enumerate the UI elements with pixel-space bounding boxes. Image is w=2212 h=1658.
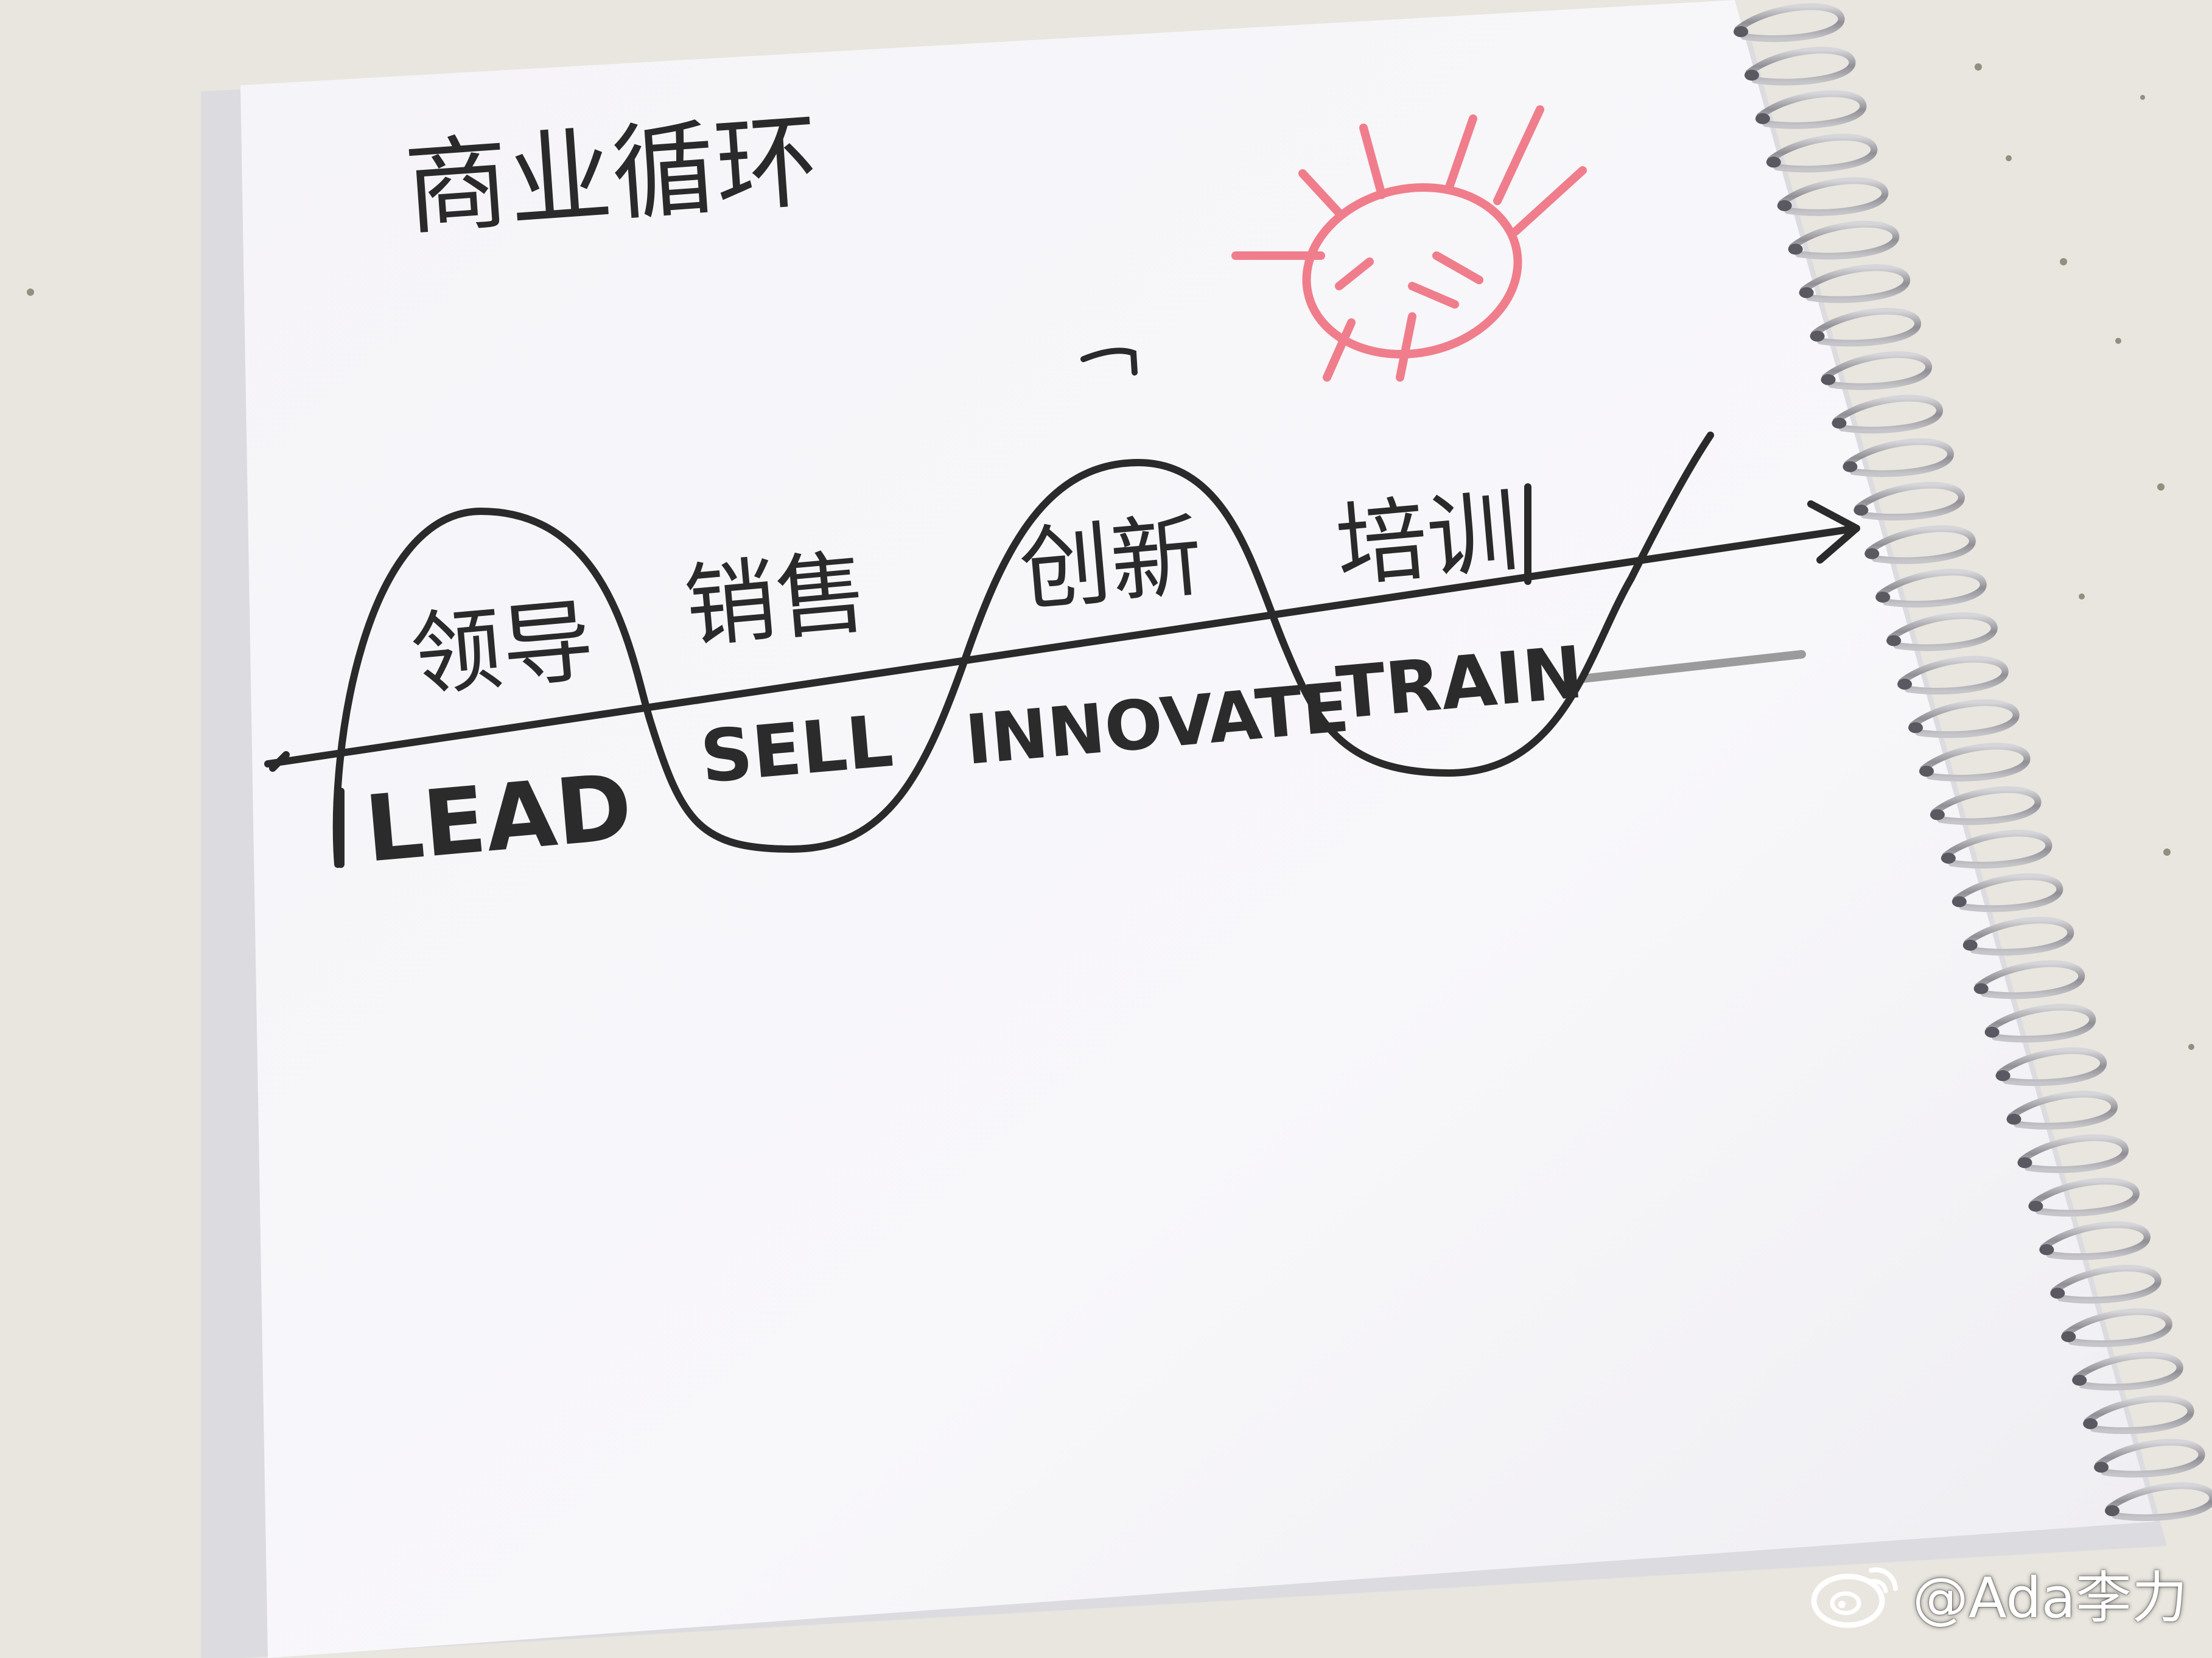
label-lead-zh: 领导 — [407, 588, 598, 709]
spiral-coil — [2029, 1178, 2140, 1217]
spiral-hole — [1832, 418, 1847, 429]
label-train-zh: 培训 — [1332, 478, 1523, 600]
spiral-coil — [1964, 917, 2074, 956]
spiral-coil — [1909, 699, 2020, 738]
spiral-hole — [1799, 287, 1814, 298]
spiral-hole — [1941, 852, 1956, 864]
label-innovate-zh: 创新 — [1015, 503, 1206, 624]
spiral-coil — [1942, 830, 2053, 869]
spiral-hole — [1766, 156, 1781, 168]
spiral-hole — [2072, 1374, 2087, 1386]
spiral-hole — [1951, 896, 1967, 908]
spiral-hole — [1810, 331, 1825, 342]
spiral-coil — [2051, 1265, 2161, 1304]
spiral-hole — [1886, 635, 1902, 646]
label-sell-en: SELL — [697, 699, 896, 799]
spiral-coil — [1800, 264, 1911, 303]
spiral-hole — [1864, 548, 1880, 559]
spiral-coil — [2007, 1091, 2118, 1130]
spiral-coil — [2040, 1221, 2151, 1261]
spiral-hole — [1962, 939, 1978, 951]
notebook-page — [240, 0, 2155, 1658]
spiral-coil — [1767, 133, 1878, 173]
spiral-coil — [1854, 481, 1965, 521]
timeline-arrow — [264, 500, 1860, 772]
spiral-coil — [1953, 873, 2063, 912]
spiral-coil — [1811, 307, 1922, 347]
spiral-coil — [1734, 3, 1845, 42]
spiral-hole — [1875, 592, 1891, 603]
spiral-coil — [1865, 525, 1976, 564]
spiral-coil — [2105, 1482, 2212, 1521]
title-text: 商业循环 — [401, 101, 822, 250]
spiral-hole — [2006, 1113, 2021, 1125]
stray-mark — [1080, 348, 1138, 376]
spiral-hole — [2105, 1505, 2119, 1516]
spiral-hole — [1744, 69, 1759, 81]
spiral-coil — [1975, 960, 2085, 999]
watermark: @Ada李力 — [1810, 1553, 2188, 1634]
spiral-hole — [2017, 1157, 2032, 1169]
spiral-hole — [2028, 1200, 2043, 1212]
spiral-coil — [1920, 743, 2031, 782]
spiral-coil — [1876, 568, 1987, 608]
label-sell-zh: 销售 — [681, 539, 872, 660]
spiral-hole — [1973, 983, 1989, 995]
spiral-hole — [2050, 1287, 2065, 1299]
spiral-coil — [1832, 394, 1943, 434]
spiral-coil — [2062, 1308, 2172, 1348]
label-lead-en: LEAD — [361, 754, 636, 883]
background-specks — [27, 63, 2194, 1050]
spiral-hole — [1908, 722, 1923, 733]
spiral-coil — [1745, 46, 1856, 86]
spiral-hole — [1755, 113, 1770, 124]
spiral-coil — [2018, 1134, 2129, 1174]
watermark-text: @Ada李力 — [1912, 1565, 2188, 1631]
spiral-hole — [1853, 505, 1869, 516]
weibo-logo-icon — [1811, 1567, 1898, 1628]
spiral-coil — [1822, 351, 1933, 390]
spiral-hole — [2061, 1331, 2076, 1343]
spiral-coil — [1931, 786, 2042, 825]
spiral-hole — [2094, 1461, 2109, 1473]
spiral-coil — [1887, 612, 1998, 651]
spiral-coil — [1997, 1047, 2107, 1086]
spiral-hole — [1788, 243, 1803, 255]
spiral-hole — [2039, 1244, 2054, 1256]
spiral-hole — [1734, 26, 1748, 37]
spiral-hole — [1843, 461, 1858, 472]
spiral-hole — [2083, 1418, 2098, 1430]
spiral-coil — [1756, 90, 1867, 129]
spiral-coil — [2073, 1352, 2183, 1391]
spiral-coil — [1843, 438, 1954, 477]
spiral-hole — [1995, 1070, 2011, 1082]
spiral-hole — [1777, 200, 1792, 211]
spiral-hole — [1821, 374, 1836, 385]
spiral-coil — [2095, 1439, 2205, 1478]
spiral-hole — [1919, 766, 1934, 777]
spiral-hole — [1984, 1026, 2000, 1038]
spiral-coil — [1898, 656, 2009, 695]
spiral-coil — [1789, 220, 1900, 260]
sun-icon — [1231, 105, 1587, 382]
spiral-coil — [1986, 1004, 2096, 1043]
faint-line — [1578, 650, 1806, 683]
spiral-coil — [2084, 1395, 2194, 1435]
spiral-hole — [1930, 809, 1945, 820]
business-cycle-wave — [332, 432, 1714, 868]
spiral-binding — [1734, 3, 2212, 1521]
spiral-coil — [1778, 177, 1889, 216]
spiral-hole — [1897, 679, 1913, 690]
